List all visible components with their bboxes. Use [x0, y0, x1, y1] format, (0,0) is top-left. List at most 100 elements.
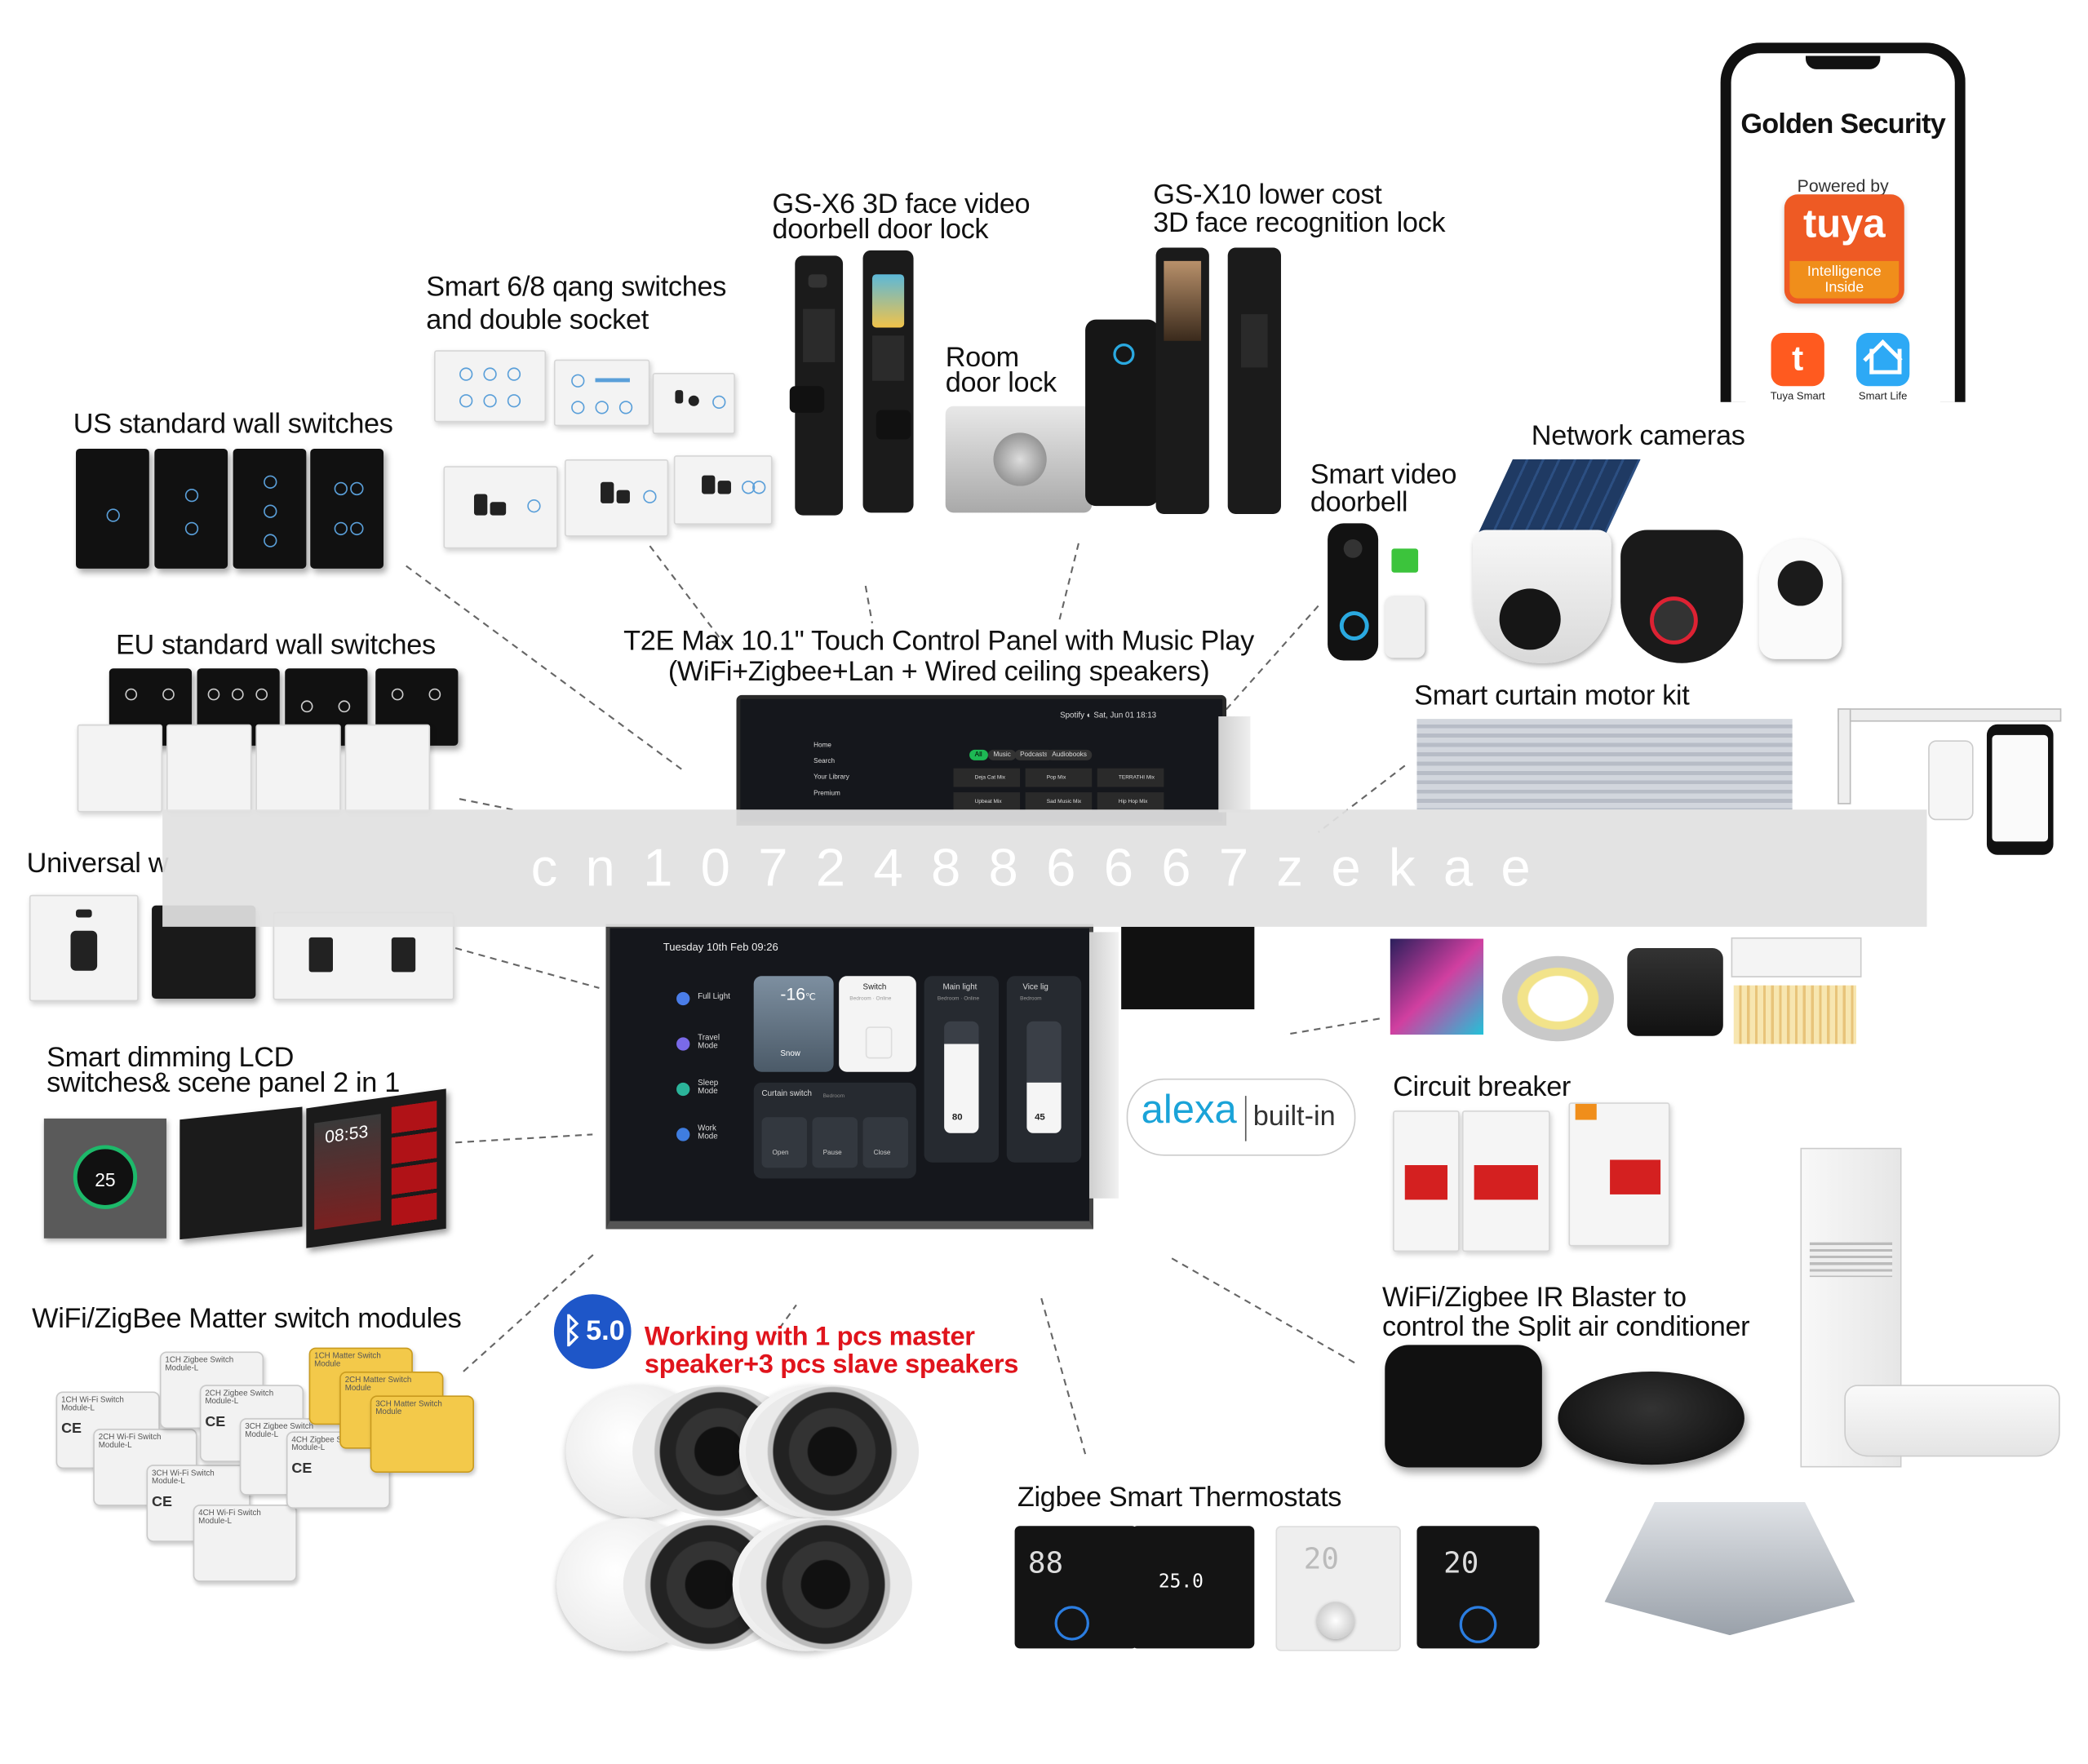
scene-travel-mode[interactable]: Travel Mode	[668, 1030, 743, 1064]
us-switch-panel	[310, 448, 384, 569]
phone-notch	[1805, 55, 1881, 69]
eu-switch-panel-white	[344, 724, 431, 813]
main-light-fill	[944, 1044, 979, 1133]
vice-light-level: 45	[1035, 1113, 1045, 1123]
panel-chip-all[interactable]: All	[969, 749, 988, 760]
connector-line	[459, 798, 513, 811]
spotlight	[1627, 947, 1723, 1036]
eu-switch-panel-white	[77, 724, 163, 813]
curtain-close-button[interactable]: Close	[862, 1117, 909, 1168]
thermostat-readout: 25.0	[1158, 1571, 1204, 1593]
tuya-smart-app-icon: t	[1771, 333, 1824, 387]
connector-line	[1040, 1297, 1087, 1455]
gsx10-label: GS-X10 lower cost 3D face recognition lo…	[1153, 180, 1446, 239]
circuit-breaker-label: Circuit breaker	[1393, 1071, 1572, 1103]
watermark-band: cn10724886667zekae	[162, 809, 1927, 927]
panel-music-tile[interactable]: Hip Hop Mix	[1097, 792, 1164, 811]
panel-nav-search[interactable]: Search	[813, 757, 836, 766]
smart-life-app-icon	[1856, 333, 1910, 387]
main-light-card[interactable]: Main light Bedroom · Online 80	[924, 976, 999, 1163]
thermostat-readout: 20	[1443, 1547, 1479, 1581]
led-strip-roll	[1733, 985, 1857, 1044]
us-switch-panel	[76, 448, 149, 569]
panel-chip-music[interactable]: Music	[987, 749, 1017, 760]
dimming-scene-panel	[180, 1106, 303, 1240]
panel-music-tile[interactable]: TERRATHI Mix	[1097, 768, 1164, 787]
universal-label: Universal w	[26, 848, 169, 880]
cassette-air-conditioner	[1604, 1501, 1855, 1636]
indoor-camera	[1758, 539, 1842, 659]
eu-switches-label: EU standard wall switches	[115, 629, 436, 661]
curtain-pause-button[interactable]: Pause	[812, 1117, 858, 1168]
circuit-breaker	[1393, 1110, 1460, 1252]
thermostats-label: Zigbee Smart Thermostats	[1017, 1482, 1342, 1513]
bluetooth-icon: ᛒ	[561, 1310, 583, 1350]
connector-line	[1057, 543, 1079, 624]
panel-nav-home[interactable]: Home	[813, 742, 831, 750]
universal-socket	[29, 894, 139, 1002]
us-switch-panel	[233, 448, 307, 569]
solar-panel	[1475, 459, 1641, 539]
matter-module: 3CH Matter Switch Module	[370, 1395, 474, 1473]
speakers-note: Working with 1 pcs master speaker+3 pcs …	[644, 1322, 1019, 1380]
curtain-switch-card[interactable]: Curtain switch Bedroom Open Pause Close	[753, 1082, 916, 1179]
modules-label: WiFi/ZigBee Matter switch modules	[32, 1303, 462, 1335]
curtain-rail-side	[1838, 708, 1851, 804]
ir-blaster-label: WiFi/Zigbee IR Blaster to control the Sp…	[1382, 1282, 1750, 1343]
circuit-breaker-smart	[1568, 1102, 1670, 1247]
connector-line	[1284, 1017, 1380, 1036]
main-light-slider[interactable]: 80	[944, 1021, 979, 1133]
scene-full-light[interactable]: Full Light	[668, 984, 743, 1018]
dimming-dial[interactable]: 25	[73, 1145, 138, 1209]
panel-nav-library[interactable]: Your Library	[813, 773, 849, 782]
smart-switches-label: Smart 6/8 qang switches and double socke…	[426, 271, 727, 336]
smart-socket-panel	[652, 372, 735, 435]
panel-nav-premium[interactable]: Premium	[813, 789, 840, 798]
dimming-lcd-panel: 08:53	[306, 1088, 446, 1248]
curtain-rail	[1838, 708, 2062, 722]
video-doorbell	[1328, 523, 1379, 661]
panel-date: Tuesday 10th Feb 09:26	[663, 941, 778, 954]
gsx6-label: GS-X6 3D face video doorbell door lock	[772, 188, 1031, 246]
curtain-open-button[interactable]: Open	[761, 1117, 807, 1168]
panel-back-dark	[1121, 926, 1255, 1010]
room-lock-reader	[1085, 319, 1159, 507]
network-cameras-label: Network cameras	[1531, 420, 1745, 452]
alexa-badge: alexa built-in	[1126, 1078, 1356, 1156]
alexa-built-in: built-in	[1252, 1101, 1336, 1132]
switch-card[interactable]: Switch Bedroom · Online	[839, 976, 916, 1072]
panel-music-tile[interactable]: Sad Music Mix	[1025, 792, 1093, 811]
room-door-lock	[945, 406, 1093, 513]
panel-music-tile[interactable]: Pop Mix	[1025, 768, 1093, 787]
eu-switch-panel-white	[255, 724, 341, 813]
weather-card[interactable]: -16℃ Snow	[753, 976, 834, 1072]
vice-light-card[interactable]: Vice lig Bedroom 45	[1006, 976, 1082, 1163]
bluetooth-badge: ᛒ 5.0	[553, 1294, 632, 1369]
smart-socket-panel	[443, 466, 558, 549]
panel-chip-audiobooks[interactable]: Audiobooks	[1046, 749, 1093, 760]
thermostat: 20	[1416, 1526, 1540, 1649]
doorbell-chime	[1385, 596, 1425, 658]
smart-socket-panel	[564, 459, 669, 537]
smart-life-app-label: Smart Life	[1858, 390, 1908, 402]
ceiling-speaker	[738, 1518, 912, 1651]
scene-work-mode[interactable]: Work Mode	[668, 1120, 743, 1155]
tuya-brand-sub: Intelligence Inside	[1789, 260, 1900, 299]
tuya-logo: tuya Intelligence Inside	[1784, 194, 1904, 304]
dome-camera-dark	[1620, 530, 1744, 663]
panel-music-tile[interactable]: Deja Cat Mix	[953, 768, 1021, 787]
thermostat: 25.0	[1132, 1526, 1255, 1649]
scene-sleep-mode[interactable]: Sleep Mode	[668, 1075, 743, 1109]
panel-chip-podcasts[interactable]: Podcasts	[1014, 749, 1053, 760]
powered-by-label: Powered by	[1797, 175, 1889, 196]
room-lock-label: Room door lock	[945, 342, 1057, 398]
gsx10-lock-b	[1227, 247, 1281, 514]
thermostat-readout: 20	[1303, 1543, 1339, 1577]
panel-music-tile[interactable]: Upbeat Mix	[953, 792, 1021, 811]
weather-label: Snow	[780, 1050, 800, 1059]
panel-status-bar: Spotify ◐ Sat, Jun 01 18:13	[1060, 712, 1157, 720]
vice-light-slider[interactable]: 45	[1026, 1021, 1062, 1133]
us-switches-label: US standard wall switches	[73, 409, 393, 440]
split-air-conditioner	[1844, 1385, 2060, 1457]
thermostat: 20	[1275, 1526, 1401, 1651]
